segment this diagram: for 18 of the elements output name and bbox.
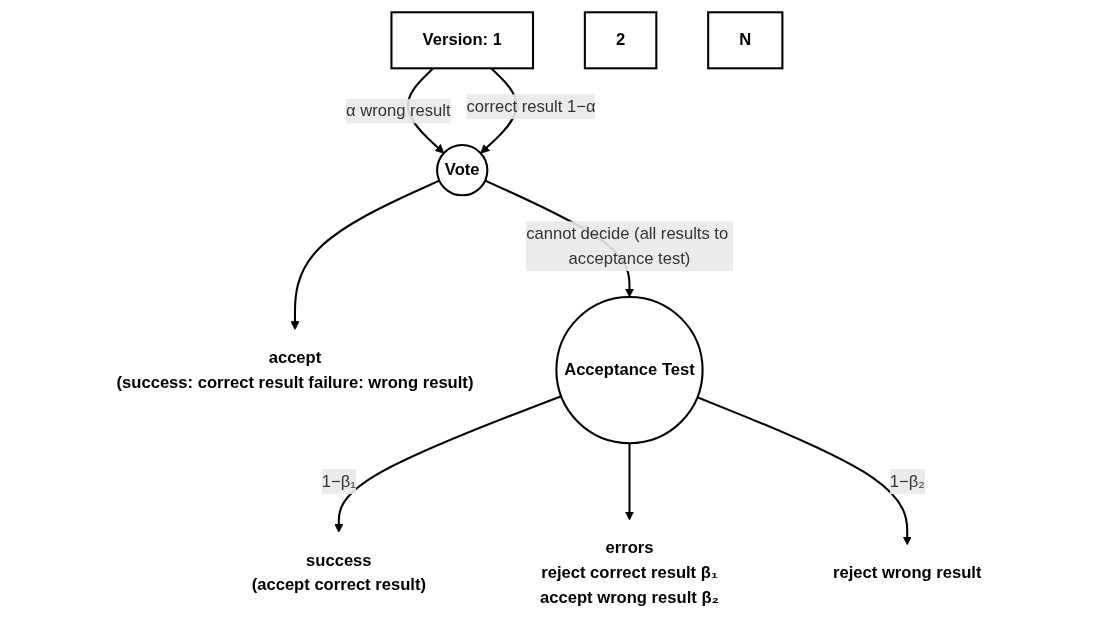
arrow	[624, 442, 634, 520]
node-box: 2	[583, 10, 657, 69]
edge-label: cannot decide (all results to acceptance test)	[525, 223, 728, 267]
edge-label: correct result 1−α	[465, 96, 596, 115]
edge-label: α wrong result	[345, 101, 451, 119]
arrow	[696, 395, 912, 545]
arrow	[333, 394, 562, 533]
node-box: N	[706, 10, 783, 69]
node-circle: Acceptance Test	[554, 295, 704, 444]
node-text: reject wrong result	[832, 562, 981, 581]
node-box: Version: 1	[389, 10, 534, 69]
arrow	[289, 179, 440, 330]
edge-label: 1−β₁	[321, 471, 356, 490]
node-text: errors reject correct result β₁ accept wrong result β₂	[539, 538, 719, 606]
node-circle: Vote	[435, 143, 488, 196]
edge-label: 1−β₂	[889, 471, 925, 490]
node-text: accept (success: correct result failure: wrong result)	[116, 347, 473, 391]
node-text: success (accept correct result)	[251, 550, 426, 594]
